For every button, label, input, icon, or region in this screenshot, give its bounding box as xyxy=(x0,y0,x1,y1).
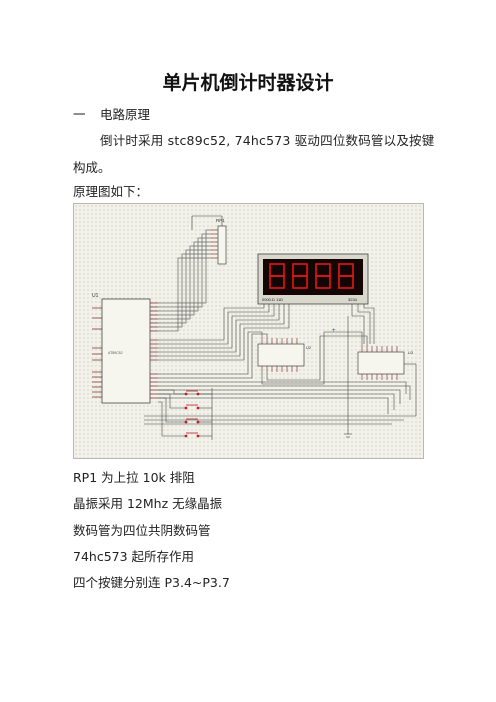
body-paragraph-line2: 构成。 xyxy=(73,160,111,175)
note-item: RP1 为上拉 10k 排阻 xyxy=(73,470,195,485)
note-item: 数码管为四位共阴数码管 xyxy=(73,523,211,538)
note-item: 四个按键分别连 P3.4~P3.7 xyxy=(73,575,230,590)
cursor-marker: + xyxy=(332,328,336,334)
u2-latch-body xyxy=(257,343,305,367)
rp1-pins xyxy=(210,229,218,259)
schematic-drawing: U1 AT89C52 RP1 xyxy=(92,215,417,440)
display-pin-label-right: 3234 xyxy=(348,297,358,302)
push-buttons xyxy=(158,388,213,440)
display-pin-label-left: 0000.D 11D xyxy=(262,297,283,302)
u1-part-label: AT89C52 xyxy=(108,351,123,355)
figure-caption: 原理图如下： xyxy=(73,184,149,199)
u1-right-pins xyxy=(150,302,158,399)
u2-label: U2 xyxy=(306,345,312,350)
u3-latch-body xyxy=(357,351,405,375)
wires-latch-bus xyxy=(144,316,417,438)
body-paragraph-line1: 倒计时采用 stc89c52, 74hc573 驱动四位数码管以及按键 xyxy=(100,133,435,148)
display-screen xyxy=(263,259,363,295)
rp1-label: RP1 xyxy=(216,218,225,223)
wires-rp1 xyxy=(158,229,210,332)
u1-mcu-body xyxy=(101,298,151,404)
u1-left-pins xyxy=(92,307,102,398)
circuit-schematic-image: U1 AT89C52 RP1 xyxy=(73,203,424,459)
page-title: 单片机倒计时器设计 xyxy=(162,72,334,94)
display-digits xyxy=(269,263,354,289)
section-number: 一 xyxy=(73,107,86,122)
note-item: 74hc573 起所存作用 xyxy=(73,549,195,564)
u3-pins xyxy=(361,346,398,380)
section-heading: 电路原理 xyxy=(100,107,151,122)
note-item: 晶振采用 12Mhz 无缘晶振 xyxy=(73,496,223,511)
u3-label: U3 xyxy=(408,350,414,355)
wires-display xyxy=(158,304,375,361)
rp1-body xyxy=(217,225,227,265)
u1-label: U1 xyxy=(92,293,99,299)
u2-pins xyxy=(261,338,298,372)
